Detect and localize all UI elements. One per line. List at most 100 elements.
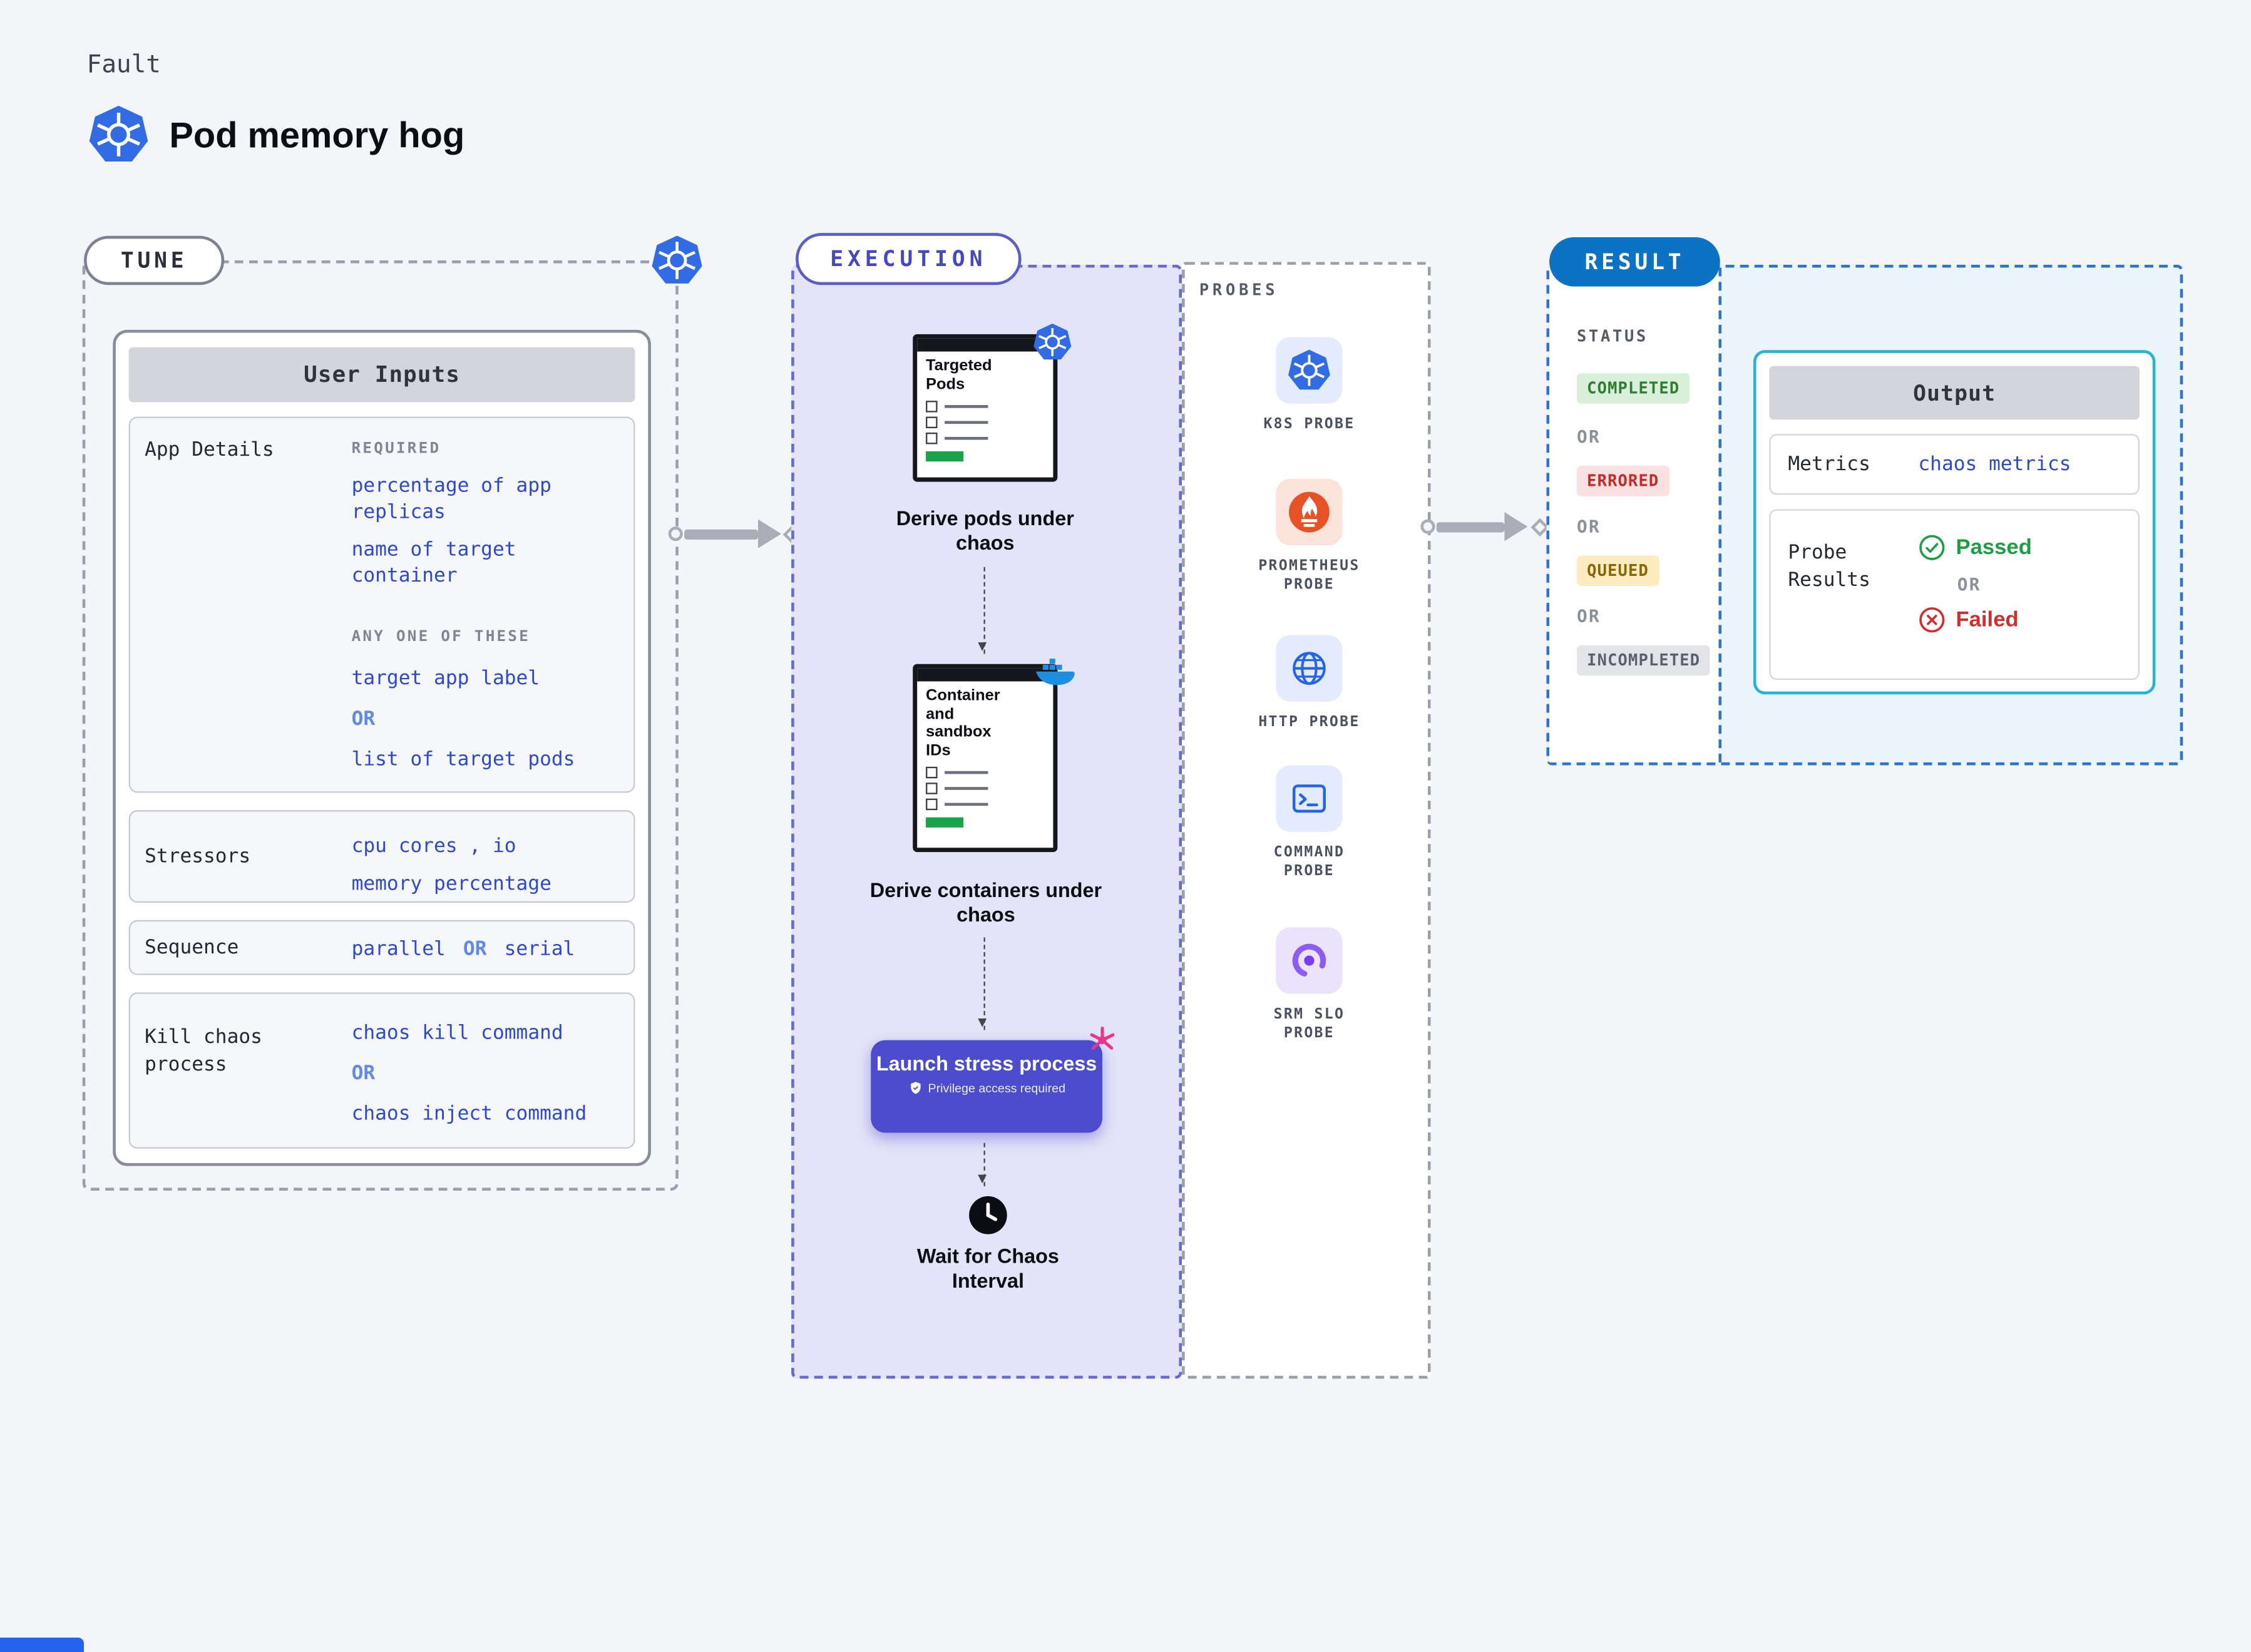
metrics-row: Metrics chaos metrics: [1769, 434, 2140, 495]
probe-k8s: K8S PROBE: [1185, 337, 1433, 434]
probes-section: PROBES K8S PROBE PROMETHEUS PROBE HTTP P…: [1182, 262, 1433, 1379]
targeted-pods-doc: Targeted Pods: [913, 334, 1057, 482]
shield-icon: [908, 1080, 922, 1095]
status-panel: [1549, 267, 1719, 762]
step4-caption: Wait for Chaos Interval: [916, 1244, 1059, 1292]
probes-label: PROBES: [1199, 280, 1279, 300]
docker-icon: [1034, 652, 1075, 687]
result-section: STATUS COMPLETED OR ERRORED OR QUEUED OR…: [1546, 264, 2183, 766]
doc-list-item: [926, 401, 1045, 413]
user-inputs-card: User Inputs App Details REQUIRED percent…: [113, 329, 651, 1166]
doc-header-bar: [917, 338, 1054, 352]
required-item: percentage of app replicas: [351, 475, 551, 524]
status-errored-badge: ERRORED: [1576, 466, 1669, 496]
status-completed-badge: COMPLETED: [1576, 373, 1690, 404]
arrow-tune-to-execution: [684, 528, 758, 539]
kubernetes-icon: [1033, 322, 1072, 361]
kill-option-b: chaos inject command: [351, 1102, 587, 1126]
stressors-row: Stressors cpu cores , io memory percenta…: [128, 810, 635, 903]
failed-label: Failed: [1956, 607, 2019, 632]
arrow-head: [1504, 512, 1528, 541]
or-label: OR: [351, 1062, 376, 1085]
probe-srm-slo: SRM SLO PROBE: [1185, 927, 1433, 1043]
connector-arrow: [978, 1142, 988, 1187]
probe-label: K8S PROBE: [1263, 416, 1355, 433]
execution-badge: EXECUTION: [796, 233, 1022, 285]
stressors-value: memory percentage: [351, 872, 551, 896]
metrics-value: chaos metrics: [1918, 453, 2071, 476]
status-output-divider: [1718, 267, 1722, 762]
output-card: Output Metrics chaos metrics Probe Resul…: [1753, 350, 2156, 695]
launch-title: Launch stress process: [876, 1052, 1097, 1075]
page-kicker: Fault: [86, 50, 161, 80]
arrow-start-dot: [1420, 519, 1435, 534]
sequence-label: Sequence: [145, 936, 239, 960]
passed-result: Passed: [1918, 534, 2032, 562]
probe-http: HTTP PROBE: [1185, 635, 1433, 732]
doc-list-item: [926, 432, 1045, 444]
probe-results-row: Probe Results Passed OR Failed: [1769, 509, 2140, 680]
status-queued-badge: QUEUED: [1576, 555, 1659, 586]
app-details-label: App Details: [145, 438, 274, 462]
probe-label: COMMAND PROBE: [1273, 844, 1345, 880]
or-label: OR: [1576, 516, 1601, 537]
doc-title: Targeted Pods: [926, 357, 992, 393]
tune-section: [82, 260, 679, 1191]
status-incompleted-badge: INCOMPLETED: [1576, 645, 1711, 676]
arrow-execution-to-result: [1436, 521, 1505, 532]
sequence-row: Sequence parallel OR serial: [128, 920, 635, 975]
doc-list-item: [926, 416, 1045, 429]
sequence-option-b: serial: [504, 937, 575, 961]
probe-results-label: Probe Results: [1788, 541, 1870, 592]
stressors-label: Stressors: [145, 844, 251, 868]
terminal-probe-icon: [1276, 765, 1343, 832]
or-label: OR: [463, 937, 487, 961]
doc-list-item: [926, 766, 1045, 779]
metrics-label: Metrics: [1788, 453, 1870, 476]
tune-badge: TUNE: [84, 235, 225, 285]
x-circle-icon: [1918, 606, 1946, 634]
gauge-probe-icon: [1276, 927, 1343, 994]
doc-progress-bar: [926, 451, 964, 462]
bottom-left-blue-strip: [0, 1638, 85, 1652]
clock-icon: [967, 1194, 1010, 1237]
doc-header-bar: [917, 668, 1054, 682]
globe-probe-icon: [1276, 635, 1343, 702]
failed-result: Failed: [1918, 606, 2032, 634]
kubernetes-probe-icon: [1276, 337, 1343, 404]
kill-chaos-row: Kill chaos process chaos kill command OR…: [128, 992, 635, 1149]
app-details-row: App Details REQUIRED percentage of app r…: [128, 416, 635, 793]
connector-arrow: [978, 937, 988, 1030]
kubernetes-icon: [88, 104, 149, 165]
user-inputs-title: User Inputs: [128, 347, 635, 403]
probe-label: HTTP PROBE: [1258, 714, 1360, 731]
any-one-label: ANY ONE OF THESE: [351, 627, 531, 645]
privilege-note: Privilege access required: [928, 1080, 1066, 1095]
output-title: Output: [1769, 366, 2140, 420]
stressors-value: cpu cores , io: [351, 834, 516, 858]
connector-arrow: [978, 567, 988, 654]
doc-progress-bar: [926, 817, 964, 828]
probe-label: PROMETHEUS PROBE: [1258, 558, 1360, 593]
step2-caption: Derive containers under chaos: [869, 878, 1102, 926]
status-label: STATUS: [1576, 327, 1649, 346]
sequence-option-a: parallel: [351, 937, 446, 961]
container-ids-doc: Container and sandbox IDs: [913, 664, 1057, 853]
probe-command: COMMAND PROBE: [1185, 765, 1433, 881]
prometheus-probe-icon: [1276, 478, 1343, 546]
result-badge: RESULT: [1549, 237, 1720, 287]
launch-stress-process-step: Launch stress process Privilege access r…: [871, 1040, 1102, 1133]
doc-title: Container and sandbox IDs: [926, 687, 1000, 759]
page-title: Pod memory hog: [169, 115, 465, 156]
doc-list-item: [926, 798, 1045, 811]
option-a: target app label: [351, 667, 540, 690]
or-label: OR: [1957, 574, 1981, 595]
passed-label: Passed: [1956, 535, 2032, 560]
check-circle-icon: [1918, 534, 1946, 562]
or-label: OR: [1576, 426, 1601, 448]
kill-chaos-label: Kill chaos process: [145, 1025, 262, 1077]
kill-option-a: chaos kill command: [351, 1021, 563, 1045]
kubernetes-icon: [651, 234, 703, 286]
or-label: OR: [1576, 606, 1601, 627]
